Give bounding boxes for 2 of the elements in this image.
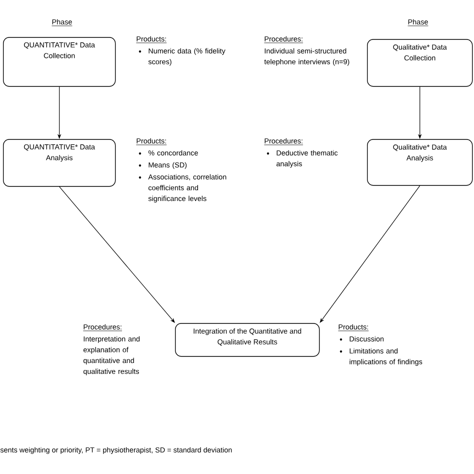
arrow [59,186,175,323]
arrow [320,185,420,323]
